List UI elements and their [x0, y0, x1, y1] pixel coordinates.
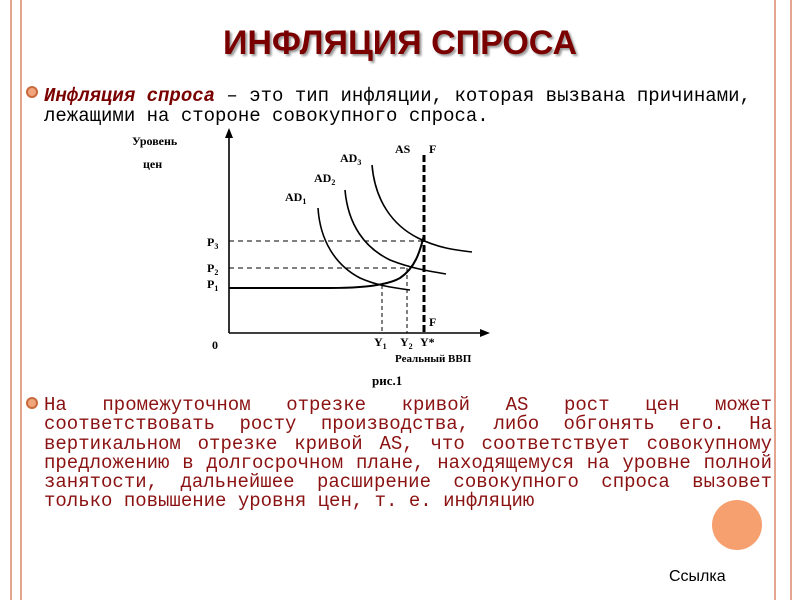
x-axis-label: Реальный ВВП — [395, 353, 472, 365]
as-curve — [229, 234, 425, 289]
figure-caption: рис.1 — [372, 373, 402, 388]
as-label: AS — [395, 142, 411, 156]
ystar-label: Y* — [420, 335, 435, 349]
definition-term: Инфляция спроса — [44, 85, 216, 107]
ad2-curve — [344, 189, 447, 275]
slide-title: ИНФЛЯЦИЯ СПРОСА — [222, 24, 578, 62]
p1-label: P1 — [207, 277, 218, 293]
ad1-label: AD1 — [285, 190, 306, 206]
right-decorative-frame — [774, 0, 792, 600]
f-top-label: F — [429, 142, 436, 156]
ad1-curve — [317, 207, 411, 291]
y1-label: Y1 — [374, 335, 387, 351]
origin-label: 0 — [212, 338, 218, 352]
x-axis-arrow — [480, 329, 490, 337]
reference-link[interactable]: Ссылка — [669, 568, 726, 585]
definition-text: Инфляция спроса – это тип инфляции, кото… — [44, 86, 779, 126]
decorative-circle — [712, 500, 762, 550]
p2-label: P2 — [207, 261, 218, 277]
bullet-icon — [26, 397, 38, 409]
ad3-label: AD3 — [340, 151, 361, 167]
y2-label: Y2 — [400, 335, 413, 351]
f-bottom-label: F — [429, 315, 436, 329]
y-axis-label-line1: Уровень — [132, 134, 178, 148]
bullet-icon — [26, 86, 38, 98]
ad2-label: AD2 — [314, 171, 335, 187]
left-decorative-frame — [10, 0, 22, 600]
definition-body: – это тип инфляции, которая вызвана прич… — [44, 85, 751, 127]
ad3-curve — [371, 164, 473, 253]
p3-label: P3 — [207, 235, 218, 251]
explanation-paragraph: На промежуточном отрезке кривой AS рост … — [44, 394, 772, 513]
y-axis-label-line2: цен — [143, 157, 162, 171]
y-axis-arrow — [225, 128, 233, 138]
